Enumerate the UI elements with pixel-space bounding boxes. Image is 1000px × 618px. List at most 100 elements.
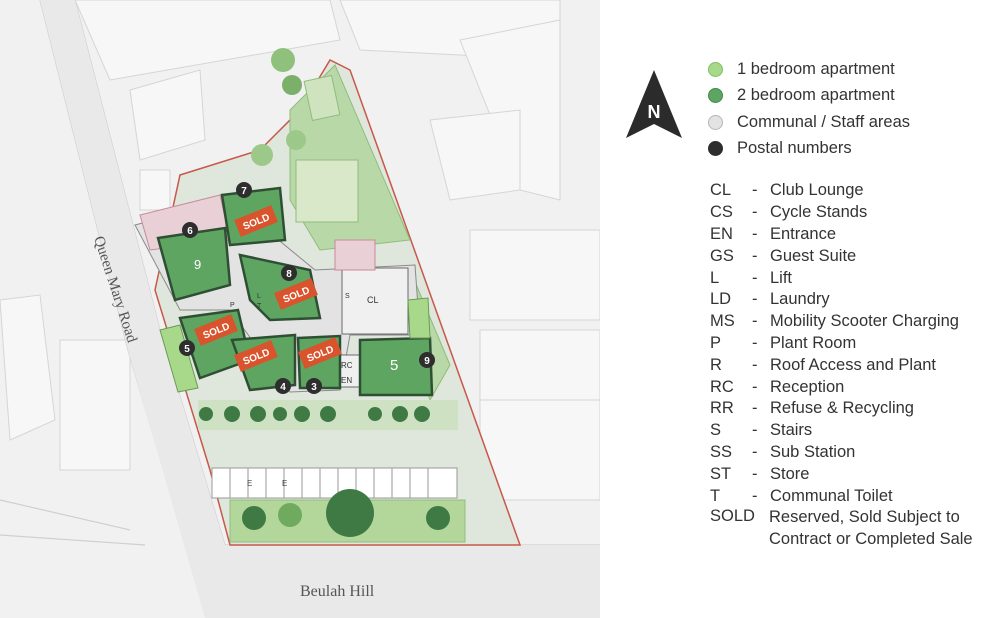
abbr-code: EN bbox=[710, 224, 733, 243]
abbr-desc: Sub Station bbox=[770, 442, 856, 461]
abbr-code: RR bbox=[710, 399, 734, 418]
postal-number-6: 6 bbox=[182, 222, 198, 238]
code-p: P bbox=[230, 302, 235, 309]
parking-e-1: E bbox=[247, 479, 252, 488]
abbr-code: P bbox=[710, 333, 722, 352]
abbr-desc: Mobility Scooter Charging bbox=[770, 312, 959, 331]
abbr-row: RC-Reception bbox=[710, 376, 1000, 398]
abbr-code: SS bbox=[710, 442, 733, 461]
legend-swatch-communal bbox=[708, 114, 723, 130]
abbr-row: GS-Guest Suite bbox=[710, 245, 1000, 267]
abbr-row: T-Communal Toilet bbox=[710, 485, 1000, 507]
code-rc: RC bbox=[341, 361, 353, 370]
abbr-row: EN-Entrance bbox=[710, 224, 1000, 246]
legend-swatch-2-bedroom bbox=[708, 88, 723, 104]
abbr-row-sold: SOLD Reserved, Sold Subject to Contract o… bbox=[710, 507, 1000, 551]
legend-item-postal: Postal numbers bbox=[708, 136, 998, 163]
code-en: EN bbox=[341, 376, 352, 385]
abbr-desc: Cycle Stands bbox=[770, 203, 868, 222]
abbr-code: ST bbox=[710, 464, 732, 483]
north-arrow-icon: N bbox=[626, 70, 682, 138]
abbr-code: CL bbox=[710, 181, 732, 200]
abbr-row: S-Stairs bbox=[710, 420, 1000, 442]
legend-swatch-1-bedroom bbox=[708, 61, 723, 77]
abbr-row: R-Roof Access and Plant bbox=[710, 354, 1000, 376]
code-cl: CL bbox=[367, 295, 379, 305]
abbr-desc: Reserved, Sold Subject to Contract or Co… bbox=[769, 507, 973, 548]
abbr-row: CL-Club Lounge bbox=[710, 180, 1000, 202]
legend-item-1-bedroom: 1 bedroom apartment bbox=[708, 56, 998, 83]
road-label-beulah-hill: Beulah Hill bbox=[300, 583, 375, 600]
code-l: L bbox=[257, 293, 261, 300]
abbr-code: L bbox=[710, 268, 720, 287]
abbr-desc: Guest Suite bbox=[770, 246, 857, 265]
unit-8 bbox=[238, 253, 322, 322]
svg-text:6: 6 bbox=[187, 226, 193, 237]
unit-5-label: 5 bbox=[390, 357, 398, 374]
apartments-1-bedroom bbox=[159, 297, 431, 393]
abbr-code: CS bbox=[710, 203, 733, 222]
legend-label: Postal numbers bbox=[737, 139, 852, 158]
apartments-2-bedroom bbox=[156, 186, 434, 397]
abbr-desc: Lift bbox=[770, 268, 793, 287]
abbr-desc: Plant Room bbox=[770, 333, 857, 352]
postal-number-4: 4 bbox=[275, 378, 291, 394]
legend-label: 2 bedroom apartment bbox=[737, 86, 895, 105]
parking bbox=[211, 467, 458, 499]
abbr-code: T bbox=[710, 486, 721, 505]
background-buildings bbox=[0, 0, 600, 501]
abbr-desc: Stairs bbox=[770, 421, 813, 440]
abbr-desc: Store bbox=[770, 464, 810, 483]
abbreviation-list: CL-Club Lounge CS-Cycle Stands EN-Entran… bbox=[710, 180, 1000, 551]
abbr-row: MS-Mobility Scooter Charging bbox=[710, 311, 1000, 333]
postal-number-5: 5 bbox=[179, 340, 195, 356]
svg-text:8: 8 bbox=[286, 269, 292, 280]
legend-item-communal: Communal / Staff areas bbox=[708, 109, 998, 136]
abbr-desc: Laundry bbox=[770, 290, 830, 309]
abbr-code: R bbox=[710, 355, 722, 374]
abbr-row: CS-Cycle Stands bbox=[710, 202, 1000, 224]
abbr-desc: Communal Toilet bbox=[770, 486, 893, 505]
postal-numbers: 7 6 8 5 4 3 9 bbox=[179, 182, 435, 394]
gardens bbox=[198, 64, 466, 543]
postal-number-9: 9 bbox=[419, 352, 435, 368]
code-t: T bbox=[257, 303, 262, 310]
legend-swatch-postal bbox=[708, 141, 723, 157]
parking-e-2: E bbox=[282, 479, 287, 488]
abbr-row: L-Lift bbox=[710, 267, 1000, 289]
postal-number-3: 3 bbox=[306, 378, 322, 394]
svg-text:5: 5 bbox=[184, 344, 190, 355]
legend: 1 bedroom apartment 2 bedroom apartment … bbox=[708, 56, 998, 162]
abbr-desc: Club Lounge bbox=[770, 181, 864, 200]
svg-text:9: 9 bbox=[424, 356, 430, 367]
abbr-desc: Refuse & Recycling bbox=[770, 399, 914, 418]
abbr-code: GS bbox=[710, 246, 734, 265]
legend-label: 1 bedroom apartment bbox=[737, 59, 895, 78]
unit-9-label: 9 bbox=[194, 257, 201, 272]
abbr-desc: Entrance bbox=[770, 224, 837, 243]
north-label: N bbox=[648, 102, 661, 122]
abbr-code: S bbox=[710, 421, 722, 440]
abbr-row: LD-Laundry bbox=[710, 289, 1000, 311]
abbr-row: SS-Sub Station bbox=[710, 442, 1000, 464]
abbr-code: SOLD bbox=[710, 506, 755, 525]
legend-label: Communal / Staff areas bbox=[737, 112, 911, 131]
svg-text:3: 3 bbox=[311, 382, 317, 393]
abbr-row: ST-Store bbox=[710, 463, 1000, 485]
legend-item-2-bedroom: 2 bedroom apartment bbox=[708, 83, 998, 110]
trees bbox=[199, 48, 450, 537]
abbr-desc: Roof Access and Plant bbox=[770, 355, 937, 374]
abbr-code: LD bbox=[710, 290, 732, 309]
code-s: S bbox=[345, 293, 350, 300]
svg-text:7: 7 bbox=[241, 186, 247, 197]
abbr-code: RC bbox=[710, 377, 734, 396]
abbr-row: P-Plant Room bbox=[710, 333, 1000, 355]
abbr-row: RR-Refuse & Recycling bbox=[710, 398, 1000, 420]
unit-5 bbox=[358, 336, 434, 397]
abbr-desc: Reception bbox=[770, 377, 845, 396]
postal-number-8: 8 bbox=[281, 265, 297, 281]
svg-text:4: 4 bbox=[280, 382, 286, 393]
unit-9 bbox=[156, 226, 232, 302]
abbr-code: MS bbox=[710, 312, 735, 331]
site-plan-map: E E Queen Mary Road Beulah Hill 9 5 CL bbox=[0, 0, 600, 618]
